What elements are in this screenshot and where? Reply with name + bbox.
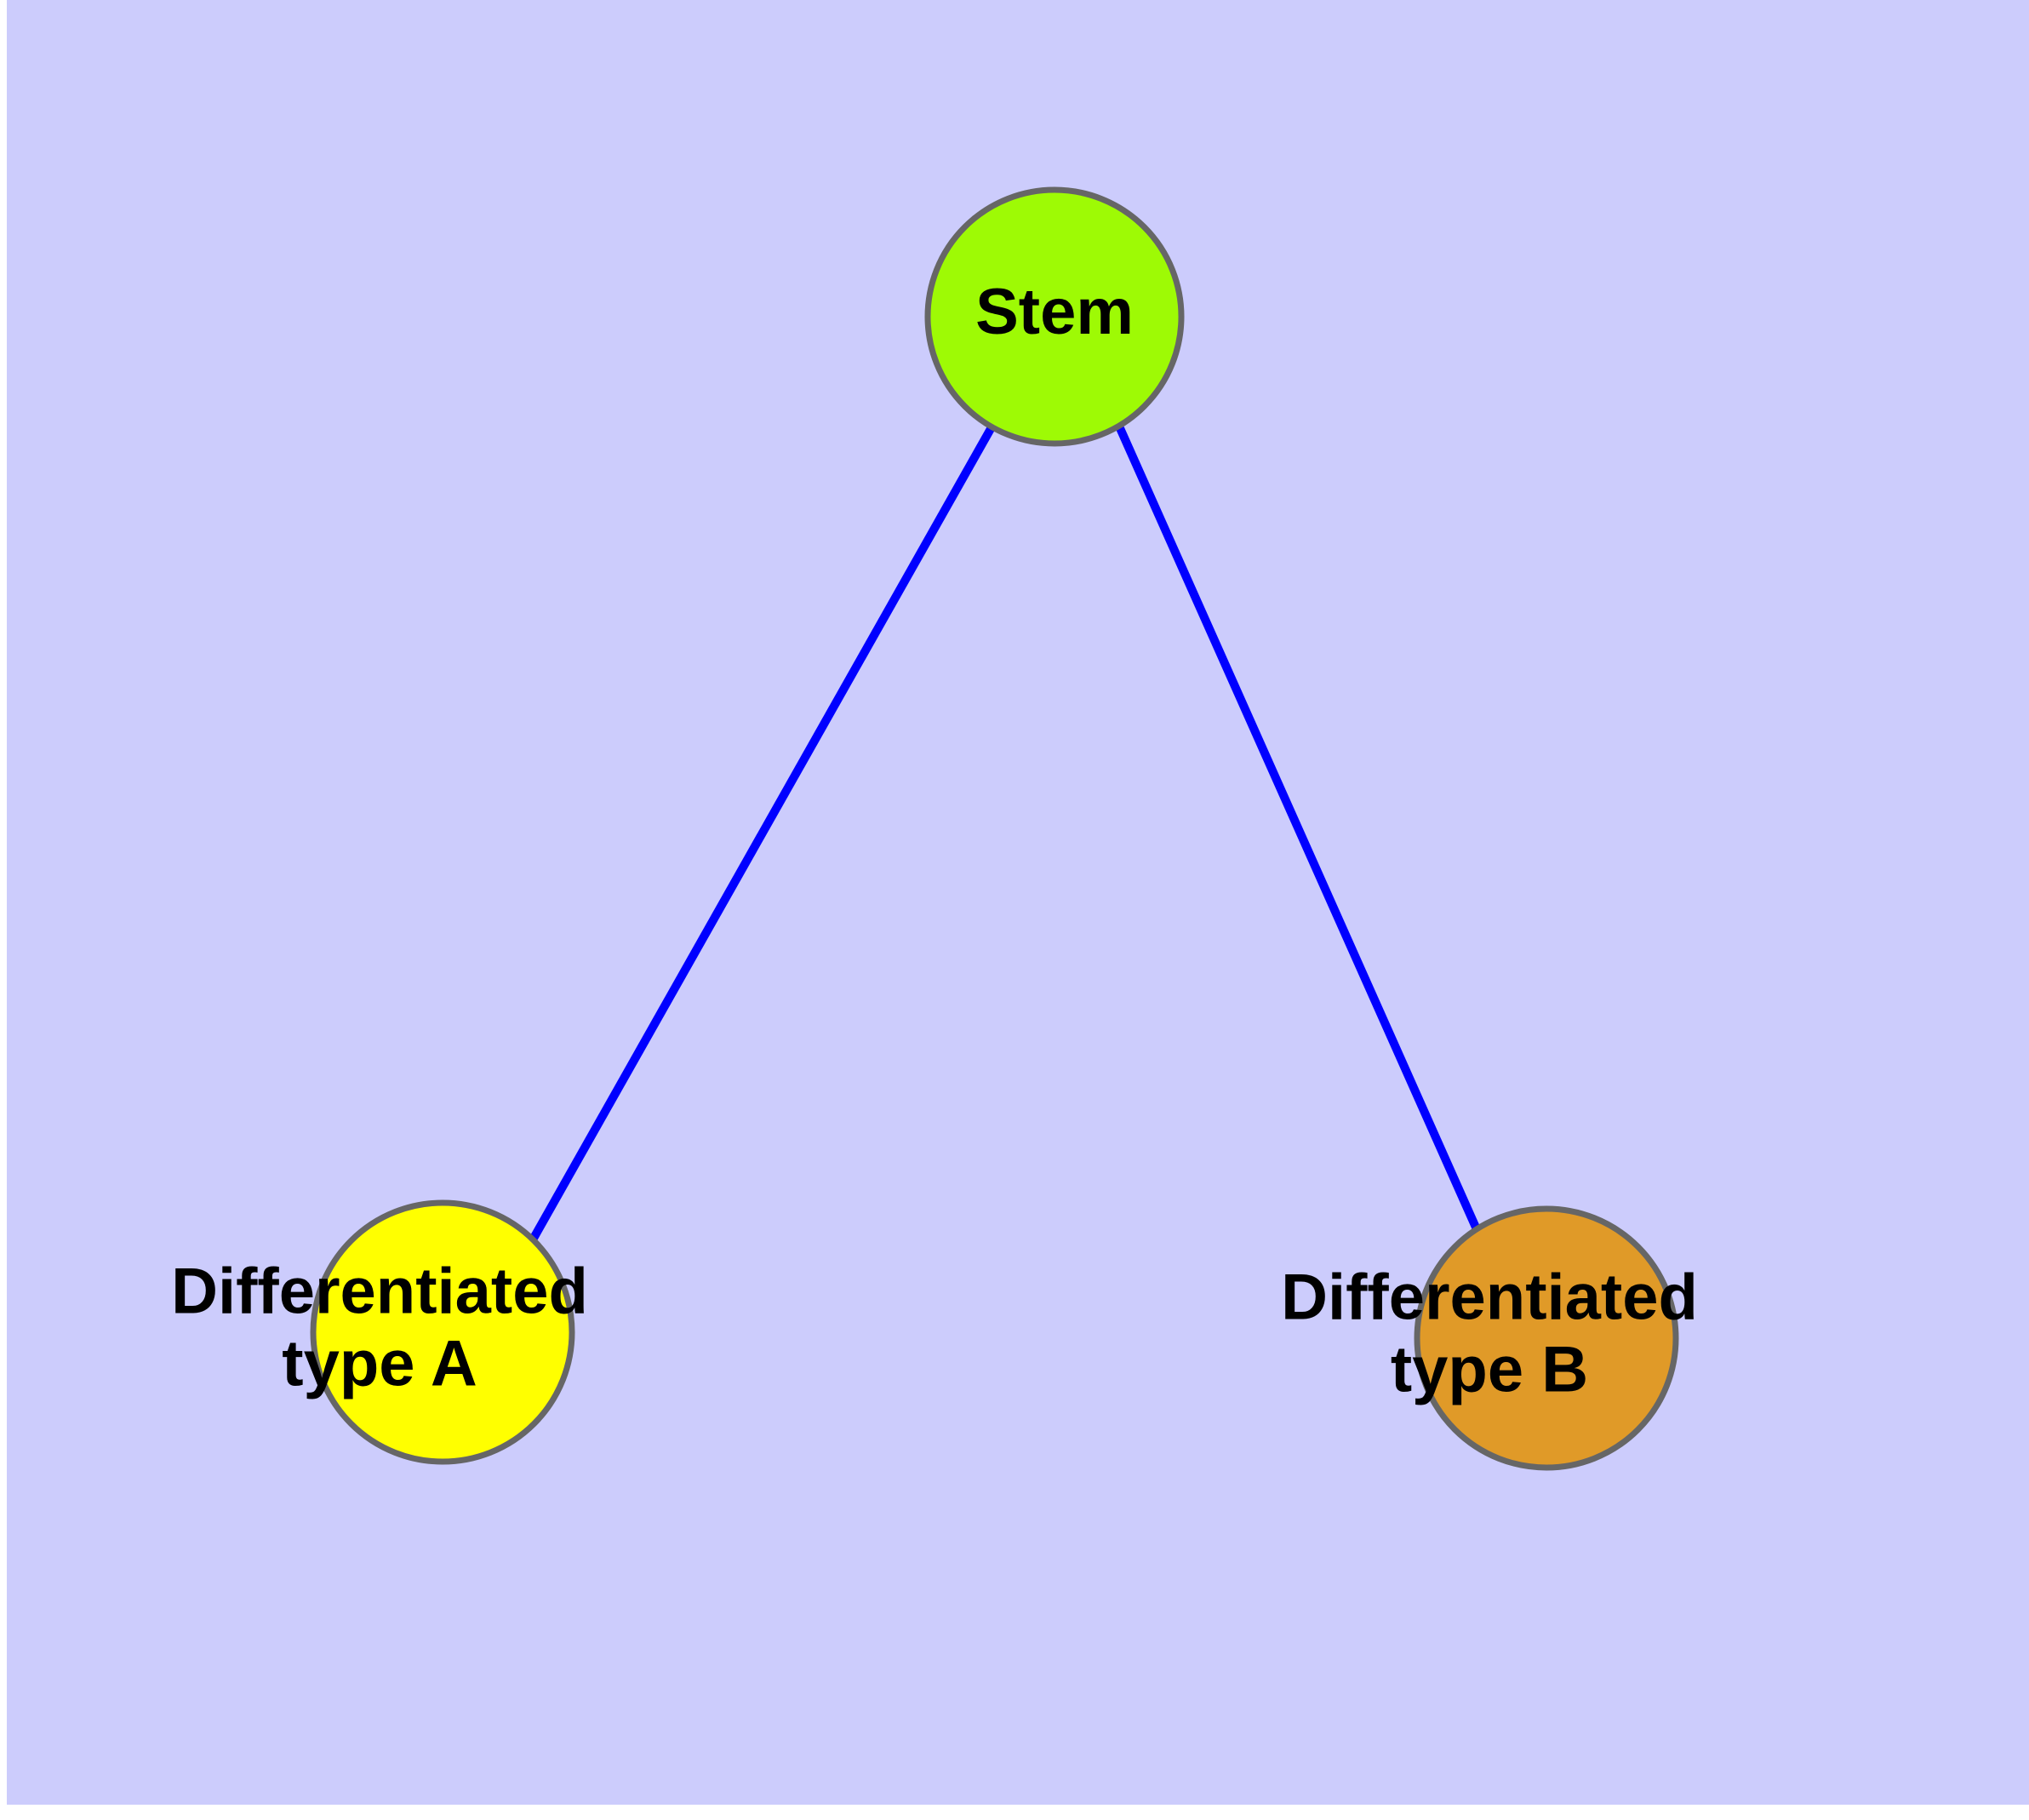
graph-edge-stem-to-diff-a[interactable]: [528, 425, 996, 1244]
node-label-stem: Stem: [975, 276, 1134, 348]
node-label-line: type B: [1391, 1334, 1588, 1406]
node-label-line: Differentiated: [171, 1256, 588, 1328]
graph-node-diff_b[interactable]: [1414, 1205, 1679, 1471]
graph-node-diff_a[interactable]: [310, 1199, 575, 1465]
graph-node-stem[interactable]: [924, 186, 1185, 447]
node-label-line: type A: [282, 1328, 477, 1400]
graph-edge-stem-to-diff-b[interactable]: [1116, 426, 1481, 1232]
node-layer: [310, 186, 1679, 1471]
edge-layer: [528, 425, 1481, 1244]
node-label-line: Stem: [975, 276, 1134, 348]
node-label-line: Differentiated: [1281, 1262, 1698, 1334]
